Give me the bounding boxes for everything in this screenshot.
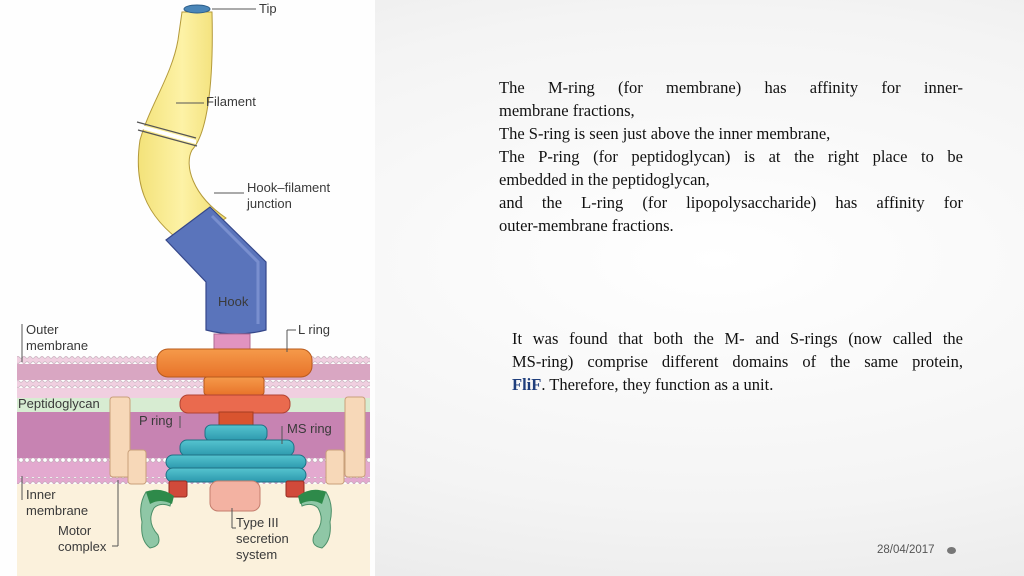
para1-line: The P-ring (for peptidoglycan) is at the… xyxy=(499,147,963,166)
para1-line: outer-membrane fractions. xyxy=(499,216,674,235)
flif-protein-name: FliF xyxy=(512,375,542,394)
l-ring-shape xyxy=(156,348,313,378)
para2-line: It was found that both the M- and S-ring… xyxy=(512,329,963,348)
type3-label-2: secretion xyxy=(236,531,289,546)
hook-label: Hook xyxy=(218,294,249,309)
footer-bullet-icon xyxy=(947,547,956,554)
para2-line: MS-ring) comprise different domains of t… xyxy=(512,352,963,371)
p-ring-label: P ring xyxy=(139,413,173,428)
inner-membrane-label-2: membrane xyxy=(26,503,88,518)
para1-line: embedded in the peptidoglycan, xyxy=(499,170,710,189)
ms-ring-label: MS ring xyxy=(287,421,332,436)
motor-complex-label-1: Motor xyxy=(58,523,92,538)
tip-label: Tip xyxy=(259,1,277,16)
para1-line: The M-ring (for membrane) has affinity f… xyxy=(499,78,963,97)
outer-membrane-label-2: membrane xyxy=(26,338,88,353)
ms-ring-shape xyxy=(204,424,268,442)
para2-line-rest: . Therefore, they function as a unit. xyxy=(541,375,774,394)
type3-label-3: system xyxy=(236,547,277,562)
hook-filament-junction-label-1: Hook–filament xyxy=(247,180,330,195)
slide-date: 28/04/2017 xyxy=(877,544,935,556)
para1-line: membrane fractions, xyxy=(499,101,635,120)
para2-line: FliF. Therefore, they function as a unit… xyxy=(512,373,963,396)
p-ring-shape xyxy=(179,394,291,414)
inner-membrane-label-1: Inner xyxy=(26,487,56,502)
l-ring-label: L ring xyxy=(298,322,330,337)
type3-secretion-shape xyxy=(209,480,261,512)
tip-shape xyxy=(183,4,211,14)
motor-complex-label-2: complex xyxy=(58,539,107,554)
outer-membrane-label-1: Outer xyxy=(26,322,59,337)
filament-label: Filament xyxy=(206,94,256,109)
ring-description-paragraph: The M-ring (for membrane) has affinity f… xyxy=(499,76,963,237)
para1-line: and the L-ring (for lipopolysaccharide) … xyxy=(499,193,963,212)
para1-line: The S-ring is seen just above the inner … xyxy=(499,124,831,143)
ms-ring-paragraph: It was found that both the M- and S-ring… xyxy=(512,327,963,396)
hook-filament-junction-label-2: junction xyxy=(246,196,292,211)
type3-label-1: Type III xyxy=(236,515,279,530)
peptidoglycan-label: Peptidoglycan xyxy=(18,396,100,411)
flagellum-figure: Tip Filament Hook–filament junction Hook… xyxy=(0,0,375,576)
